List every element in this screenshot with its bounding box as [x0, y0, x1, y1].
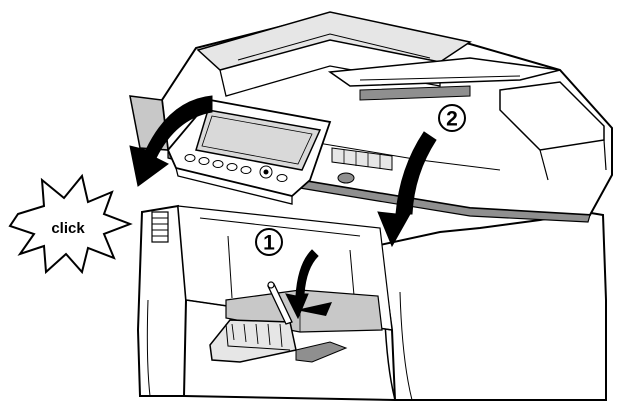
starburst-icon	[8, 173, 133, 275]
step-2-label: 2	[446, 108, 458, 131]
lid-down-arrow-left	[129, 95, 213, 187]
lock-lever	[267, 281, 293, 325]
control-panel	[166, 99, 332, 205]
step-1-label: 1	[263, 232, 275, 255]
touch-screen	[195, 109, 322, 171]
lid-down-arrow-right	[377, 131, 437, 248]
step-2-badge: 2	[438, 104, 466, 132]
panel-buttons	[184, 154, 288, 182]
click-callout: click	[8, 173, 133, 275]
step-1-badge: 1	[255, 228, 283, 256]
lever-arrow	[285, 249, 319, 320]
click-label: click	[51, 220, 85, 237]
side-vent	[151, 211, 169, 243]
